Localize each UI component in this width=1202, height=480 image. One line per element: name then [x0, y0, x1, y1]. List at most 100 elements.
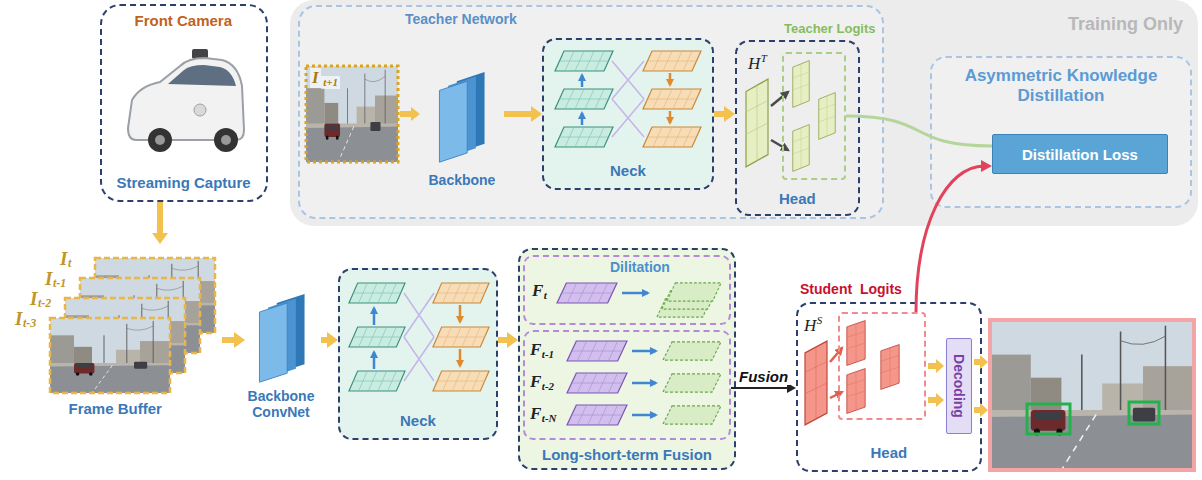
feature-subscript: t-1 [542, 348, 554, 361]
history-maps [663, 406, 721, 424]
feature-pyramid [433, 283, 489, 303]
math-symbol: H [804, 316, 816, 336]
feature-pyramid [643, 127, 701, 147]
distillation-panel: Asymmetric Knowledge DistillationDistill… [930, 56, 1192, 208]
connector-line [157, 202, 163, 236]
feature-pyramid [433, 327, 489, 347]
block-label: Long-short-term Fusion [542, 446, 712, 463]
flow-connector [714, 106, 735, 122]
head-maps [847, 369, 865, 414]
arrow-head [531, 106, 542, 122]
math-symbol: H [748, 54, 760, 74]
feature-pyramid [349, 283, 405, 303]
block-label: Backbone [429, 172, 496, 188]
frame-subscript: t-1 [53, 277, 66, 291]
output-frame [990, 320, 1194, 470]
arrow-head [152, 233, 168, 244]
head-block: HSHeadStudent LogitsDecoding [796, 302, 982, 472]
fusion-module: Long-short-term Fusion DilitationFt Ft-1… [518, 248, 736, 470]
car-icon [214, 128, 238, 152]
head-maps [847, 321, 865, 366]
flow-connector [846, 116, 992, 146]
feature-pyramid [555, 127, 613, 147]
backbone-block: Backbone ConvNet [245, 290, 321, 428]
output-frame [1027, 404, 1070, 434]
frame-symbol: I [310, 68, 321, 88]
box-label: Streaming Capture [117, 174, 251, 191]
connector-line [916, 166, 984, 312]
feature-pyramid [581, 75, 584, 87]
frame-stack [50, 318, 170, 393]
teacher-input-frame [306, 66, 398, 162]
car-icon [148, 128, 172, 152]
history-maps [567, 405, 627, 425]
box-label: Distillation Loss [1022, 146, 1138, 163]
history-maps [663, 374, 721, 392]
feature-pyramid [373, 352, 376, 369]
frame-subscript: t+1 [321, 76, 340, 89]
decoding-box: Decoding [946, 338, 972, 434]
head-maps [881, 345, 899, 390]
output-frame [1129, 402, 1159, 424]
loss-box: Distillation Loss [992, 134, 1168, 174]
flow-connector [916, 160, 992, 312]
head-maps [746, 79, 768, 167]
flow-connector [222, 332, 245, 348]
car-icon [155, 135, 165, 145]
frame-buffer: ItIt-1It-2It-3Frame Buffer [8, 244, 222, 430]
math-superscript: S [817, 314, 823, 327]
feature-pyramid [404, 293, 434, 381]
edge-label: Fusion [737, 368, 790, 385]
arrow-head [507, 332, 518, 348]
feature-pyramid [555, 89, 613, 109]
box-title: Dilitation [610, 259, 670, 275]
feature-symbol: F [530, 372, 541, 392]
group-title: Asymmetric Knowledge Distillation [943, 66, 1179, 105]
dilation-maps [557, 283, 617, 303]
head-block: HTHeadTeacher Logits [735, 40, 860, 216]
flow-connector [504, 106, 542, 122]
arrow-head [981, 160, 992, 172]
arrow-head [724, 106, 735, 122]
frame-stack [50, 318, 170, 393]
feature-pyramid [643, 51, 701, 71]
history-maps [567, 341, 627, 361]
connector-line [504, 111, 534, 117]
feature-pyramid [459, 305, 462, 322]
connector-line [731, 387, 790, 389]
flow-arrow [400, 107, 420, 121]
block-label: Backbone ConvNet [245, 388, 317, 420]
training-panel: Training OnlyTeacher Network Backbone Ne… [290, 0, 1198, 226]
car-icon [168, 65, 236, 86]
head-maps [819, 93, 836, 140]
feature-pyramid [612, 61, 644, 137]
history-box: Ft-1Ft-2Ft-N [523, 330, 731, 440]
frame-symbol: I [30, 288, 37, 310]
logits-box: Student Logits [838, 312, 926, 420]
teacher-input-frame [306, 66, 398, 162]
frame-subscript: t-2 [38, 297, 51, 311]
head-maps [928, 359, 944, 373]
flow-connector [321, 332, 338, 348]
car-icon [128, 58, 244, 140]
dilation-maps [667, 283, 721, 301]
feature-pyramid [349, 371, 405, 391]
flow-arrow [974, 355, 988, 369]
logits-label: Teacher Logits [784, 22, 876, 37]
history-maps [632, 382, 656, 385]
frame-symbol: I [60, 248, 67, 270]
feature-symbol: F [530, 404, 541, 424]
head-maps [771, 140, 788, 150]
history-maps [632, 350, 656, 353]
head-maps [771, 92, 788, 106]
head-maps [793, 125, 810, 172]
camera-box: Front CameraStreaming Capture [100, 4, 268, 202]
frame-symbol: I [45, 268, 52, 290]
history-maps [632, 414, 656, 417]
feature-subscript: t-2 [542, 380, 554, 393]
feature-pyramid [349, 327, 405, 347]
backbone-icon [439, 72, 484, 162]
neck-block: Neck [542, 38, 714, 190]
arrow-head [234, 332, 245, 348]
backbone-block: Backbone [420, 66, 504, 192]
